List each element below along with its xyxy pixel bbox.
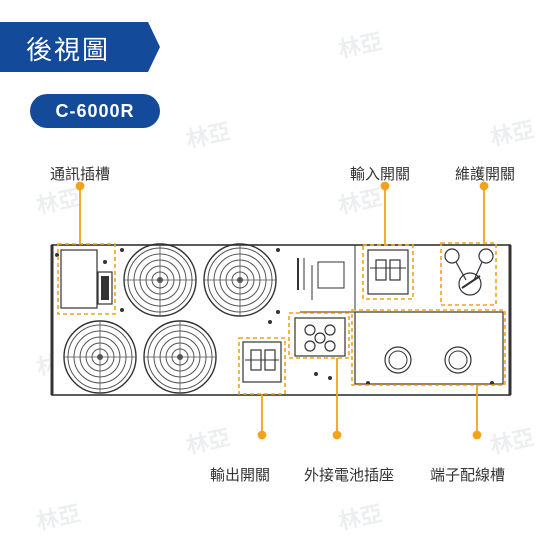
model-badge: C-6000R [30, 94, 160, 128]
input-switch [367, 249, 409, 295]
output-switch-highlight [238, 337, 286, 395]
label-maintenance-switch: 維護開關 [455, 165, 516, 183]
rating-label [297, 258, 345, 300]
fan-top-right [203, 243, 277, 317]
label-comm-slot: 通訊插槽 [50, 165, 111, 183]
label-terminal-block: 端子配線槽 [430, 466, 506, 484]
maintenance-switch-highlight [440, 242, 497, 306]
fan-top-left [123, 243, 197, 317]
external-battery-socket [294, 317, 346, 380]
label-output-switch: 輸出開關 [210, 466, 271, 484]
terminal-block [354, 311, 504, 385]
title-banner [0, 22, 160, 72]
fan-bottom-right [143, 320, 217, 394]
fan-bottom-left [63, 320, 137, 394]
external-battery-socket-highlight [288, 312, 350, 359]
label-input-switch: 輸入開關 [350, 165, 411, 183]
callout-leaders [75, 181, 489, 440]
maintenance-switch [444, 248, 494, 296]
output-switch [242, 320, 282, 383]
terminal-block-highlight [351, 309, 506, 386]
page-title: 後視圖 [26, 36, 111, 66]
comm-slot-highlight [57, 243, 116, 315]
label-external-battery-socket: 外接電池插座 [304, 466, 395, 484]
input-switch-highlight [362, 244, 414, 300]
